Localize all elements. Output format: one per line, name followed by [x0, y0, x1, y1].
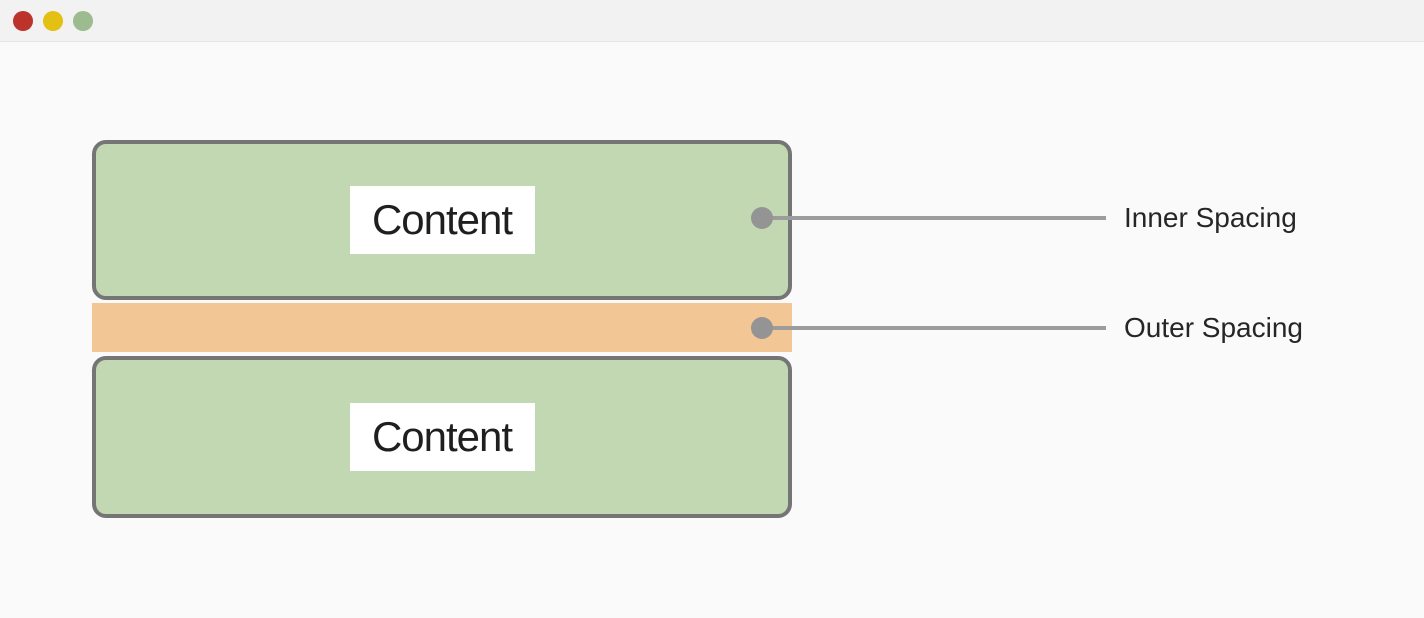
zoom-button[interactable] — [73, 11, 93, 31]
connector-dot-icon — [751, 207, 773, 229]
close-button[interactable] — [13, 11, 33, 31]
connector-line — [762, 216, 1106, 220]
outer-spacing-strip — [92, 303, 792, 352]
window-titlebar — [0, 0, 1424, 42]
connector-line — [762, 326, 1106, 330]
content-box-top-label: Content — [349, 186, 535, 254]
diagram-canvas: Content Content Inner Spacing Outer Spac… — [0, 43, 1424, 618]
outer-spacing-label: Outer Spacing — [1124, 312, 1303, 343]
content-box-top: Content — [92, 140, 792, 300]
callout-outer-spacing: Outer Spacing — [751, 312, 1303, 343]
content-box-bottom: Content — [92, 356, 792, 518]
traffic-lights — [13, 11, 93, 31]
callout-inner-spacing: Inner Spacing — [751, 202, 1297, 233]
connector-dot-icon — [751, 317, 773, 339]
inner-spacing-label: Inner Spacing — [1124, 202, 1297, 233]
content-box-bottom-label: Content — [349, 403, 535, 471]
minimize-button[interactable] — [43, 11, 63, 31]
